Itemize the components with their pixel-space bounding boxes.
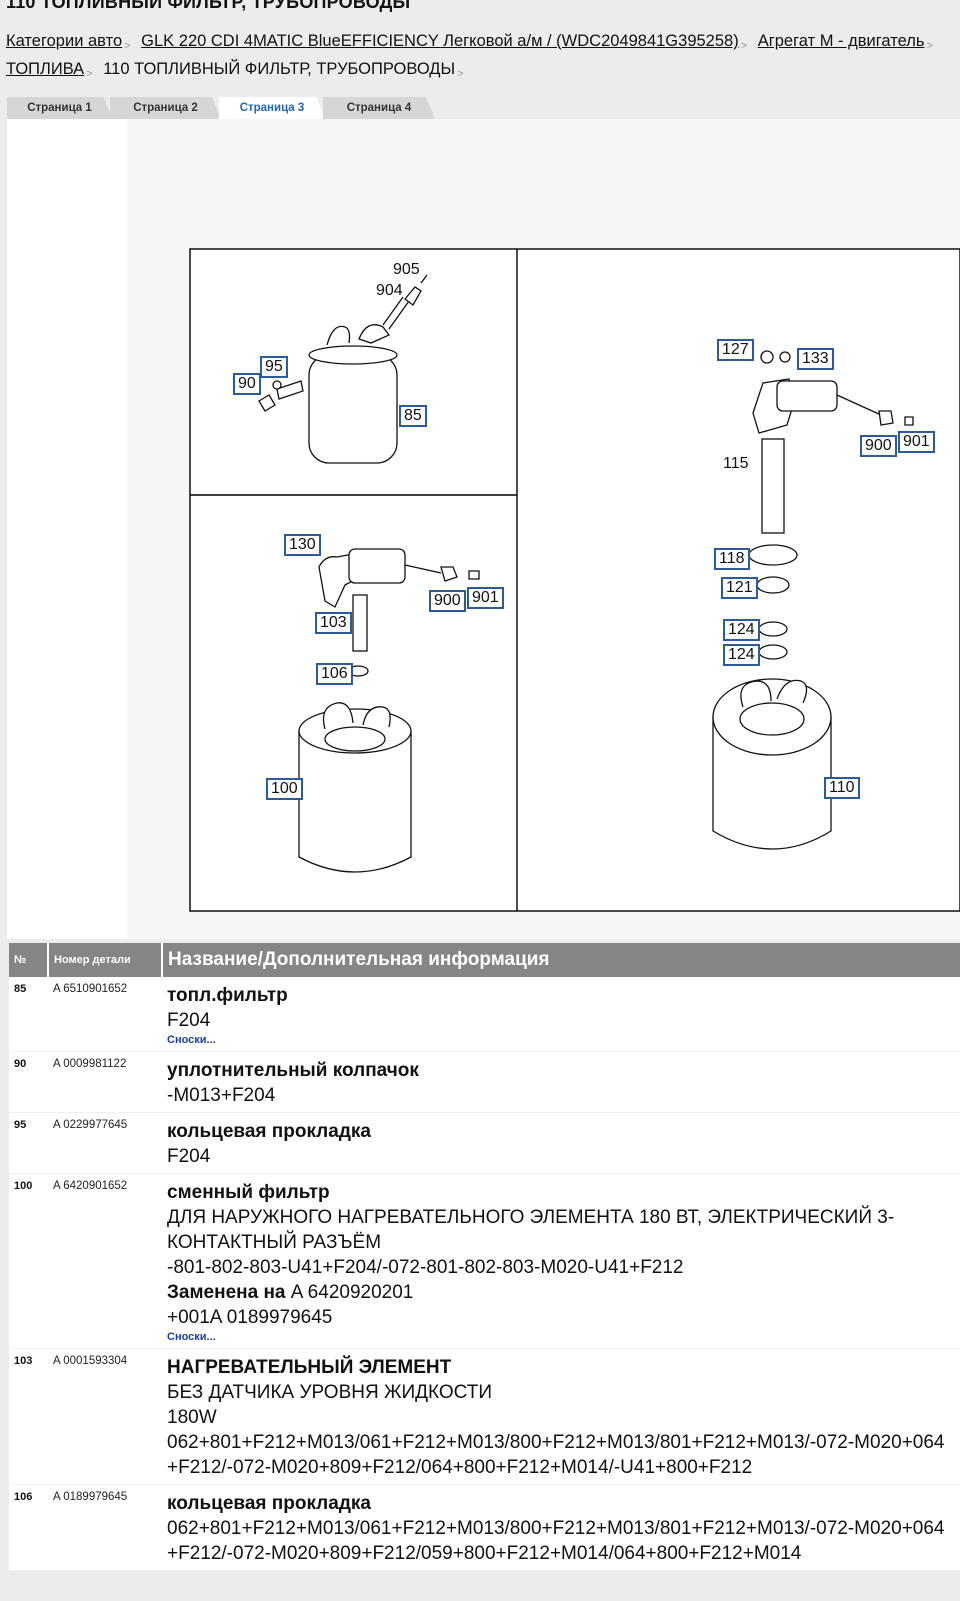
parts-table: № Номер детали Название/Дополнительная и… [9,943,960,1571]
callout-103[interactable]: 103 [315,612,352,634]
part-info-line: -801-802-803-U41+F204/-072-801-802-803-M… [167,1257,684,1278]
tab-page-3[interactable]: Страница 3 [219,97,325,119]
part-info-line: F204 [167,1010,211,1031]
callout-90[interactable]: 90 [233,373,261,395]
callout-95[interactable]: 95 [260,356,288,378]
callout-124-b[interactable]: 124 [723,644,760,666]
page-tabs: Страница 1 Страница 2 Страница 3 Страниц… [7,97,435,119]
part-info-line: БЕЗ ДАТЧИКА УРОВНЯ ЖИДКОСТИ [167,1382,493,1403]
part-name: НАГРЕВАТЕЛЬНЫЙ ЭЛЕМЕНТ [167,1357,452,1378]
callout-110[interactable]: 110 [824,777,860,799]
tab-page-2[interactable]: Страница 2 [110,97,221,119]
row-number: 85 [9,977,48,1052]
callout-901-right[interactable]: 901 [898,431,935,453]
part-number: A 0009981122 [48,1051,162,1113]
callout-124-a[interactable]: 124 [723,619,760,641]
part-info-line: 062+801+F212+M013/061+F212+M013/800+F212… [167,1432,945,1453]
part-description: уплотнительный колпачок -M013+F204 [162,1051,960,1113]
row-number: 90 [9,1051,48,1113]
breadcrumb-current: 110 ТОПЛИВНЫЙ ФИЛЬТР, ТРУБОПРОВОДЫ [103,60,456,78]
breadcrumb-separator-icon: > [86,68,93,80]
part-name: топл.фильтр [167,985,288,1006]
callout-121[interactable]: 121 [721,577,758,599]
breadcrumb: Категории авто> GLK 220 CDI 4MATIC BlueE… [6,30,958,86]
part-info-line: 180W [167,1407,217,1428]
tab-page-1[interactable]: Страница 1 [7,97,112,119]
part-info-line: -M013+F204 [167,1085,276,1106]
label-904: 904 [376,282,403,299]
row-number: 103 [9,1348,48,1485]
breadcrumb-categories-link[interactable]: Категории авто [6,32,123,50]
row-number: 95 [9,1112,48,1174]
callout-100[interactable]: 100 [266,778,303,800]
part-number: A 0189979645 [48,1484,162,1571]
part-number: A 0001593304 [48,1348,162,1485]
footnotes-link[interactable]: Сноски... [167,1331,216,1343]
breadcrumb-separator-icon: > [124,40,131,52]
part-info-line: 062+801+F212+M013/061+F212+M013/800+F212… [167,1518,945,1539]
heater-103-drawing [318,548,480,677]
callout-85[interactable]: 85 [399,405,427,427]
callout-127[interactable]: 127 [717,339,754,361]
filter-100-drawing [298,702,412,873]
replaced-by-label: Заменена на [167,1282,286,1303]
part-number: A 0229977645 [48,1112,162,1174]
callout-106[interactable]: 106 [316,663,353,685]
fuel-filter-85-drawing [258,274,428,464]
row-number: 100 [9,1173,48,1349]
callout-118[interactable]: 118 [714,548,750,570]
diagram-drawing [189,248,960,912]
label-115: 115 [723,455,749,472]
part-info-line: ДЛЯ НАРУЖНОГО НАГРЕВАТЕЛЬНОГО ЭЛЕМЕНТА 1… [167,1207,895,1253]
column-header-num: № [9,943,48,977]
table-header-row: № Номер детали Название/Дополнительная и… [9,943,960,977]
breadcrumb-engine-link[interactable]: Агрегат M - двигатель [757,32,925,50]
row-number: 106 [9,1484,48,1571]
part-description: кольцевая прокладка 062+801+F212+M013/061… [162,1484,960,1571]
breadcrumb-fuel-link[interactable]: ТОПЛИВА [6,60,85,78]
page-title: 110 ТОПЛИВНЫЙ ФИЛЬТР, ТРУБОПРОВОДЫ [6,0,411,12]
callout-901-left[interactable]: 901 [467,587,504,609]
tab-page-4[interactable]: Страница 4 [323,97,435,119]
breadcrumb-separator-icon: > [926,40,933,52]
breadcrumb-vehicle-link[interactable]: GLK 220 CDI 4MATIC BlueEFFICIENCY Легков… [141,32,739,50]
part-description: НАГРЕВАТЕЛЬНЫЙ ЭЛЕМЕНТ БЕЗ ДАТЧИКА УРОВНЯ… [162,1348,960,1485]
part-name: уплотнительный колпачок [167,1060,419,1081]
footnotes-link[interactable]: Сноски... [167,1034,216,1046]
replacement-info: Заменена на A 6420920201 [167,1280,955,1305]
part-info-line: +F212/-072-M020+809+F212/064+800+F212+M0… [167,1457,753,1478]
breadcrumb-separator-icon: > [740,40,748,52]
callout-900-right[interactable]: 900 [860,435,897,457]
part-name: кольцевая прокладка [167,1121,371,1142]
column-header-name: Название/Дополнительная информация [161,943,960,977]
callout-900-left[interactable]: 900 [429,590,466,612]
breadcrumb-separator-icon: > [457,68,464,80]
part-info-line: +001A 0189979645 [167,1307,333,1328]
callout-133[interactable]: 133 [797,348,834,370]
part-info-line: F204 [167,1146,211,1167]
column-header-part-number: Номер детали [47,943,162,977]
filter-110-drawing [712,350,914,850]
part-name: сменный фильтр [167,1182,330,1203]
replacement-part-number: A 6420920201 [290,1282,414,1303]
part-info-line: +F212/-072-M020+809+F212/059+800+F212+M0… [167,1543,802,1564]
part-number: A 6420901652 [48,1173,162,1349]
callout-130[interactable]: 130 [284,534,321,556]
parts-diagram: 95 90 85 905 904 130 900 901 103 106 100… [7,119,960,939]
label-905: 905 [393,261,420,278]
part-number: A 6510901652 [48,977,162,1052]
part-name: кольцевая прокладка [167,1493,371,1514]
